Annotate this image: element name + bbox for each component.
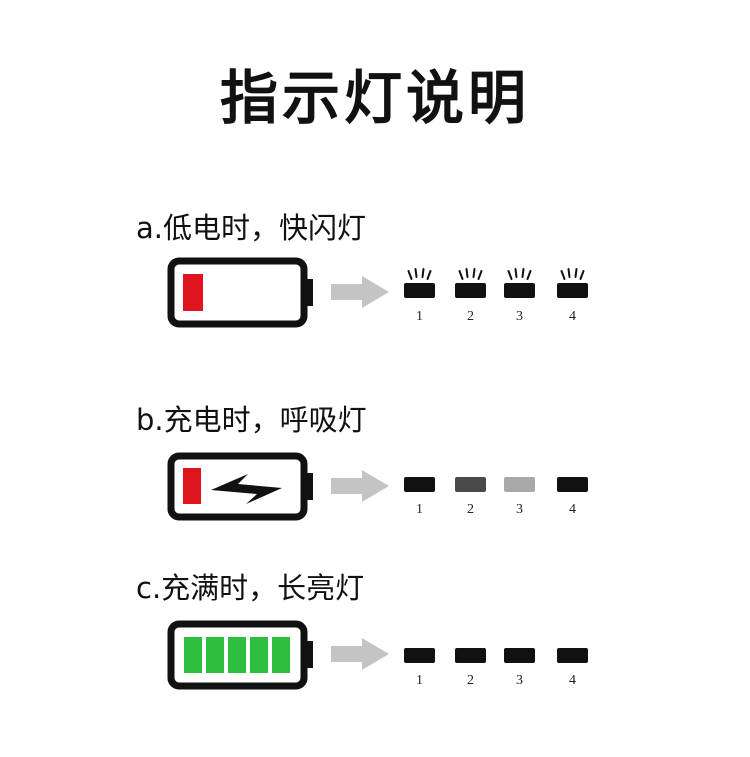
indicator-number: 2 [467, 502, 474, 517]
full-charge-bar [250, 637, 268, 673]
indicator-light [404, 283, 435, 298]
indicator-number: 2 [467, 309, 474, 324]
full-charge-bar [184, 637, 202, 673]
low-charge-level [183, 274, 203, 311]
indicator-light [557, 648, 588, 663]
indicator-light [455, 283, 486, 298]
indicator-number: 2 [467, 673, 474, 688]
indicator-number: 4 [569, 673, 576, 688]
indicator-light [557, 283, 588, 298]
indicator-number: 3 [516, 309, 523, 324]
lightning-bolt-icon [211, 474, 282, 504]
battery-low-icon [167, 257, 313, 328]
battery-full-icon [167, 620, 313, 690]
indicator-light [404, 648, 435, 663]
indicator-light [455, 477, 486, 492]
indicator-light [504, 648, 535, 663]
indicator-number: 1 [416, 502, 423, 517]
full-charge-bar [206, 637, 224, 673]
indicator-light [404, 477, 435, 492]
indicator-number: 1 [416, 673, 423, 688]
indicator-light [455, 648, 486, 663]
arrow-right-icon [331, 276, 389, 308]
battery-charging-icon [167, 452, 313, 521]
flash-rays-icon [560, 268, 585, 280]
indicator-row-low: 1 2 3 4 [404, 268, 588, 324]
charging-level [183, 468, 201, 504]
indicator-light [504, 477, 535, 492]
arrow-right-icon [331, 470, 389, 502]
indicator-light [504, 283, 535, 298]
full-charge-bar [228, 637, 246, 673]
indicator-number: 3 [516, 502, 523, 517]
indicator-number: 3 [516, 673, 523, 688]
page-title: 指示灯说明 [219, 64, 530, 132]
arrow-right-icon [331, 638, 389, 670]
indicator-row-full: 1 2 3 4 [404, 648, 588, 688]
flash-rays-icon [458, 268, 483, 280]
indicator-row-charging: 1 2 3 4 [404, 477, 588, 517]
indicator-number: 1 [416, 309, 423, 324]
section-label-full: c.充满时，长亮灯 [136, 571, 365, 605]
section-label-charging: b.充电时，呼吸灯 [136, 403, 367, 437]
indicator-light [557, 477, 588, 492]
indicator-number: 4 [569, 309, 576, 324]
full-charge-bar [272, 637, 290, 673]
indicator-number: 4 [569, 502, 576, 517]
flash-rays-icon [407, 268, 432, 280]
flash-rays-icon [507, 268, 532, 280]
section-label-low: a.低电时，快闪灯 [136, 211, 366, 245]
